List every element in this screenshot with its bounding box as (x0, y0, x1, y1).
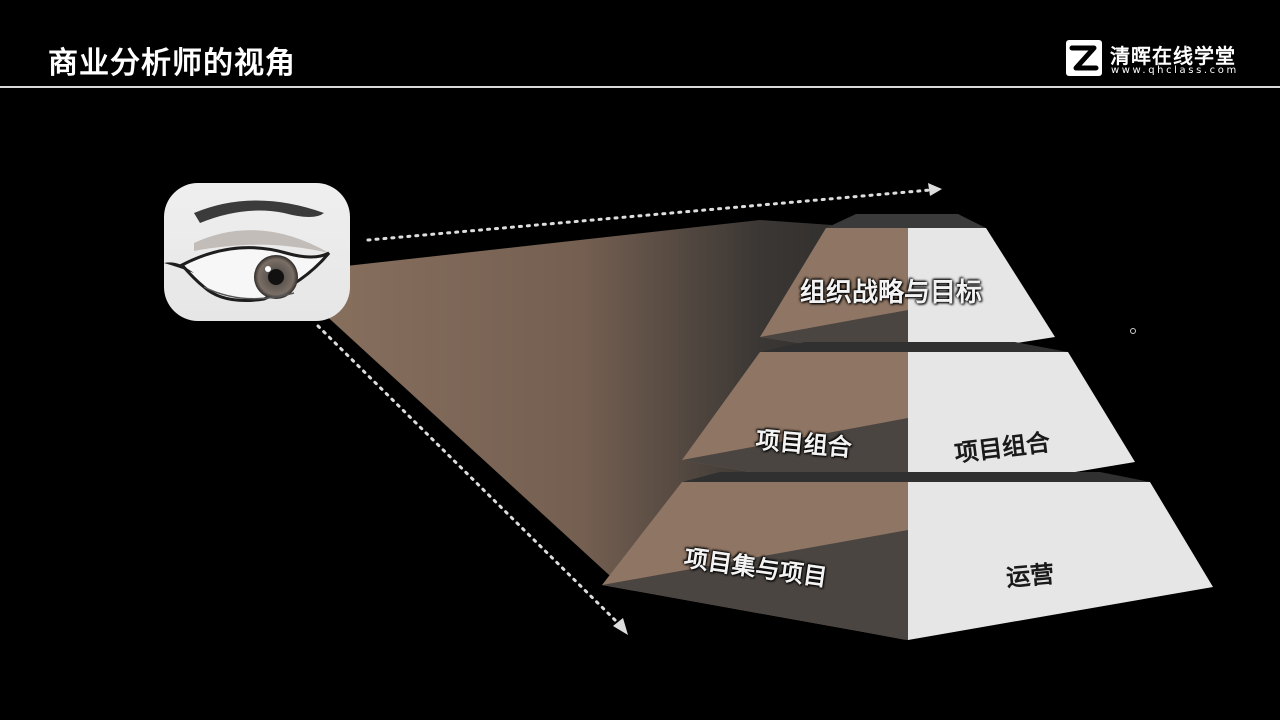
header: 商业分析师的视角 清晖在线学堂 www.qhclass.com (0, 0, 1280, 88)
small-dot-marker (1130, 328, 1136, 334)
page-title: 商业分析师的视角 (48, 46, 296, 81)
brand-logo: 清晖在线学堂 www.qhclass.com (1066, 40, 1246, 80)
tier-top-lid (826, 214, 986, 228)
tier-bottom-left-shade (602, 530, 908, 640)
logo-name: 清晖在线学堂 (1110, 44, 1236, 68)
tier-bottom-right-face (908, 482, 1213, 640)
header-divider (0, 86, 1280, 88)
tier-middle-lid (760, 342, 1068, 352)
logo-mark-icon (1066, 40, 1102, 76)
pyramid-tier-top (760, 214, 1055, 360)
tier-top-right-face (908, 228, 1055, 360)
pyramid-tier-bottom (602, 472, 1213, 640)
eye-illustration (164, 183, 350, 321)
sight-arrow-upper (366, 183, 942, 242)
tier-bottom-lid (682, 472, 1150, 482)
tier-top-left-label: 组织战略与目标 (800, 278, 983, 308)
logo-url: www.qhclass.com (1111, 65, 1239, 76)
tier-middle-right-face (908, 352, 1135, 500)
tier-bottom-right-label: 运营 (1005, 559, 1056, 593)
eye-icon (164, 183, 350, 321)
sight-arrow-lower (316, 324, 628, 635)
